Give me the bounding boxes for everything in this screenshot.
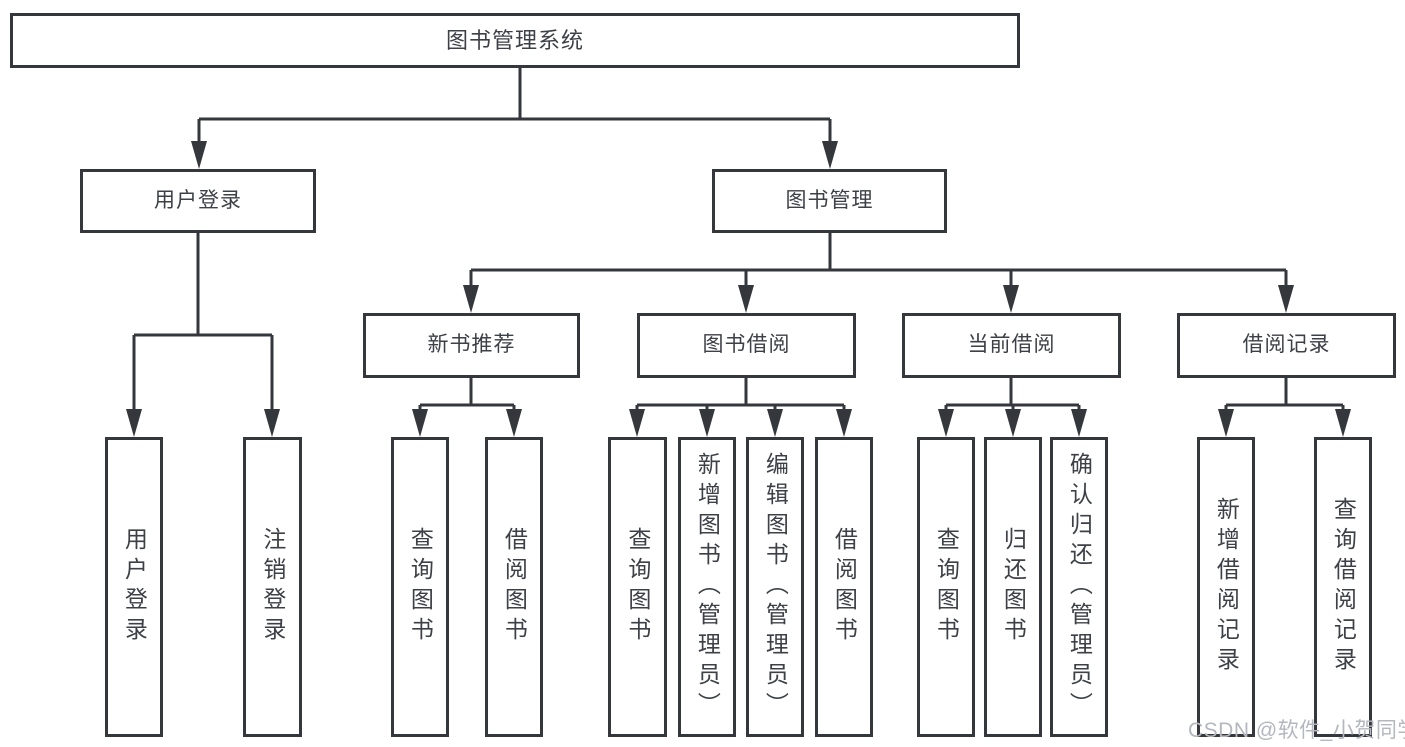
node-book-borrowing: 图书借阅 <box>637 313 856 378</box>
edges-new-book-rec-children <box>412 378 522 437</box>
edges-user-login-children <box>126 233 280 437</box>
edges-book-borrow-children <box>629 378 852 437</box>
leaf-logout: 注销登录 <box>243 437 302 737</box>
edges-current-borrow-children <box>938 378 1087 437</box>
leaf-rec-query-books: 查询图书 <box>391 437 449 737</box>
leaf-add-borrow-record: 新增借阅记录 <box>1197 437 1255 737</box>
node-user-login: 用户登录 <box>80 169 316 233</box>
leaf-return-books: 归还图书 <box>984 437 1042 737</box>
leaf-add-books-admin: 新增图书（管理员） <box>678 437 736 737</box>
edges-borrow-record-children <box>1218 378 1351 437</box>
leaf-query-borrow-record: 查询借阅记录 <box>1314 437 1372 737</box>
node-book-management: 图书管理 <box>712 169 947 233</box>
csdn-watermark: CSDN @软件_小贺同学 <box>1188 719 1405 742</box>
leaf-user-login: 用户登录 <box>105 437 163 737</box>
leaf-edit-books-admin: 编辑图书（管理员） <box>746 437 804 737</box>
leaf-confirm-return-admin: 确认归还（管理员） <box>1050 437 1108 737</box>
node-library-management-system: 图书管理系统 <box>10 13 1020 68</box>
leaf-current-query-books: 查询图书 <box>917 437 975 737</box>
leaf-borrow-query-books: 查询图书 <box>608 437 667 737</box>
edges-root-to-level2 <box>191 68 838 169</box>
leaf-rec-borrow-books: 借阅图书 <box>485 437 543 737</box>
node-current-borrowing: 当前借阅 <box>902 313 1121 378</box>
node-borrowing-records: 借阅记录 <box>1177 313 1396 378</box>
edges-book-mgmt-children <box>463 233 1294 313</box>
leaf-borrow-books: 借阅图书 <box>815 437 873 737</box>
node-new-book-recommendation: 新书推荐 <box>363 313 580 378</box>
